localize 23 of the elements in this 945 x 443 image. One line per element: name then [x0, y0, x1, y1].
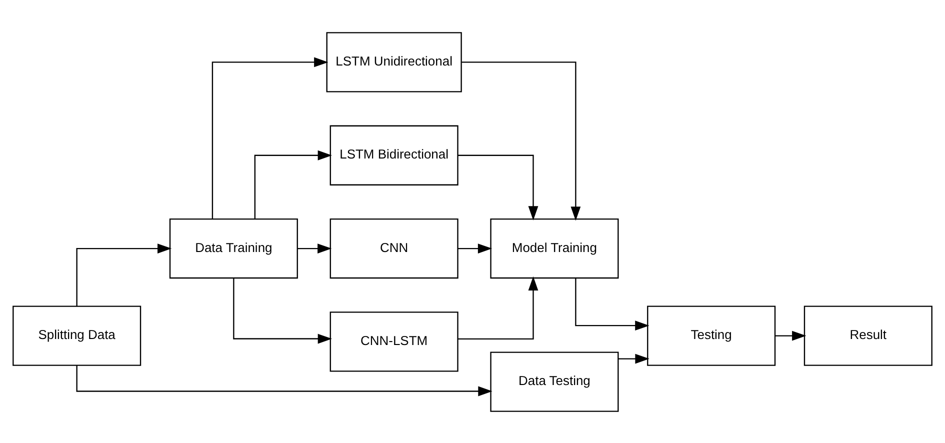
- node-box: Data Testing: [490, 351, 619, 412]
- node-box: Splitting Data: [12, 305, 142, 366]
- node-box: CNN-LSTM: [330, 311, 458, 372]
- node-box: LSTM Unidirectional: [326, 32, 462, 92]
- arrow: [233, 278, 332, 344]
- arrow: [76, 364, 492, 396]
- arrow: [76, 243, 172, 306]
- node-box: Data Training: [169, 218, 298, 278]
- arrow: [298, 243, 332, 253]
- arrow: [458, 154, 538, 220]
- node-box: Testing: [647, 305, 776, 366]
- arrow: [212, 56, 328, 218]
- arrow: [458, 276, 538, 340]
- node-box: Result: [804, 305, 932, 366]
- arrow: [575, 278, 650, 330]
- arrow: [254, 150, 332, 218]
- arrow: [458, 243, 492, 253]
- node-box: CNN: [330, 218, 458, 278]
- arrow: [618, 353, 650, 364]
- arrow: [462, 61, 581, 220]
- arrow: [775, 330, 806, 340]
- node-box: LSTM Bidirectional: [330, 124, 458, 185]
- node-box: Model Training: [490, 218, 619, 278]
